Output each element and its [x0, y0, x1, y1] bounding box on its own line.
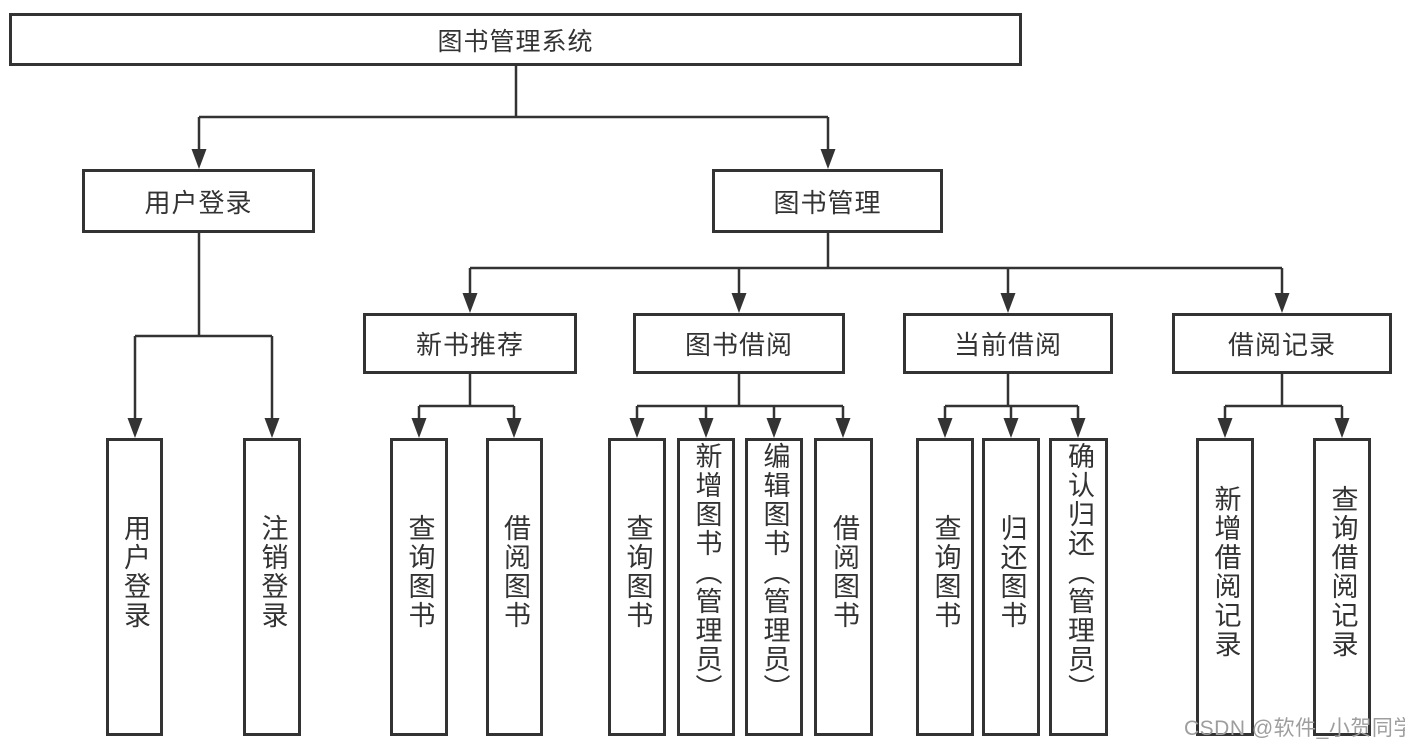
leaf-borrowing-add-books-admin: 新增图书（管理员）: [677, 438, 735, 736]
arrow-icon: [506, 418, 522, 438]
leaf-label: 查询借阅记录: [1327, 485, 1358, 659]
leaf-current-confirm-return-admin: 确认归还（管理员）: [1049, 438, 1108, 736]
node-borrowing-records: 借阅记录: [1172, 313, 1392, 374]
arrow-icon: [127, 418, 143, 438]
leaf-current-return-books: 归还图书: [982, 438, 1040, 736]
arrow-icon: [835, 418, 851, 438]
arrow-icon: [629, 418, 645, 438]
leaf-logout-login: 注销登录: [243, 438, 301, 736]
leaf-label: 新增借阅记录: [1210, 485, 1241, 659]
leaf-label: 查询图书: [404, 514, 435, 630]
arrow-icon: [411, 418, 427, 438]
leaf-label: 编辑图书（管理员）: [759, 441, 790, 703]
arrow-icon: [820, 149, 836, 169]
arrow-icon: [766, 418, 782, 438]
node-user-login: 用户登录: [82, 169, 315, 233]
leaf-label: 用户登录: [120, 514, 150, 630]
leaf-recommend-query-books: 查询图书: [390, 438, 448, 736]
leaf-records-add-borrow-record: 新增借阅记录: [1196, 438, 1254, 736]
leaf-borrowing-query-books: 查询图书: [608, 438, 666, 736]
arrow-icon: [1334, 418, 1350, 438]
arrow-icon: [1217, 418, 1233, 438]
leaf-borrowing-edit-books-admin: 编辑图书（管理员）: [745, 438, 803, 736]
arrow-icon: [191, 149, 207, 169]
node-library-management-system: 图书管理系统: [9, 13, 1022, 66]
leaf-label: 查询图书: [930, 514, 961, 630]
leaf-label: 确认归还（管理员）: [1064, 441, 1094, 703]
leaf-label: 查询图书: [622, 514, 653, 630]
arrow-icon: [264, 418, 280, 438]
leaf-label: 借阅图书: [500, 514, 530, 630]
leaf-current-query-books: 查询图书: [916, 438, 974, 736]
arrow-icon: [698, 418, 714, 438]
arrow-icon: [731, 293, 747, 313]
arrow-icon: [1070, 418, 1086, 438]
leaf-recommend-borrow-books: 借阅图书: [486, 438, 543, 736]
leaf-label: 注销登录: [257, 514, 288, 630]
leaf-label: 新增图书（管理员）: [691, 441, 722, 703]
leaf-label: 借阅图书: [829, 514, 859, 630]
arrow-icon: [937, 418, 953, 438]
arrow-icon: [1000, 293, 1016, 313]
arrow-icon: [462, 293, 478, 313]
node-new-book-recommendation: 新书推荐: [363, 313, 577, 374]
leaf-user-login: 用户登录: [106, 438, 163, 736]
node-book-borrowing: 图书借阅: [633, 313, 845, 374]
csdn-watermark: CSDN @软件_小贺同学: [1184, 717, 1405, 740]
node-current-borrowing: 当前借阅: [903, 313, 1113, 374]
arrow-icon: [1003, 418, 1019, 438]
leaf-borrowing-borrow-books: 借阅图书: [814, 438, 873, 736]
leaf-label: 归还图书: [996, 514, 1027, 630]
node-book-management: 图书管理: [712, 169, 943, 233]
leaf-records-query-borrow-record: 查询借阅记录: [1313, 438, 1371, 736]
arrow-icon: [1274, 293, 1290, 313]
